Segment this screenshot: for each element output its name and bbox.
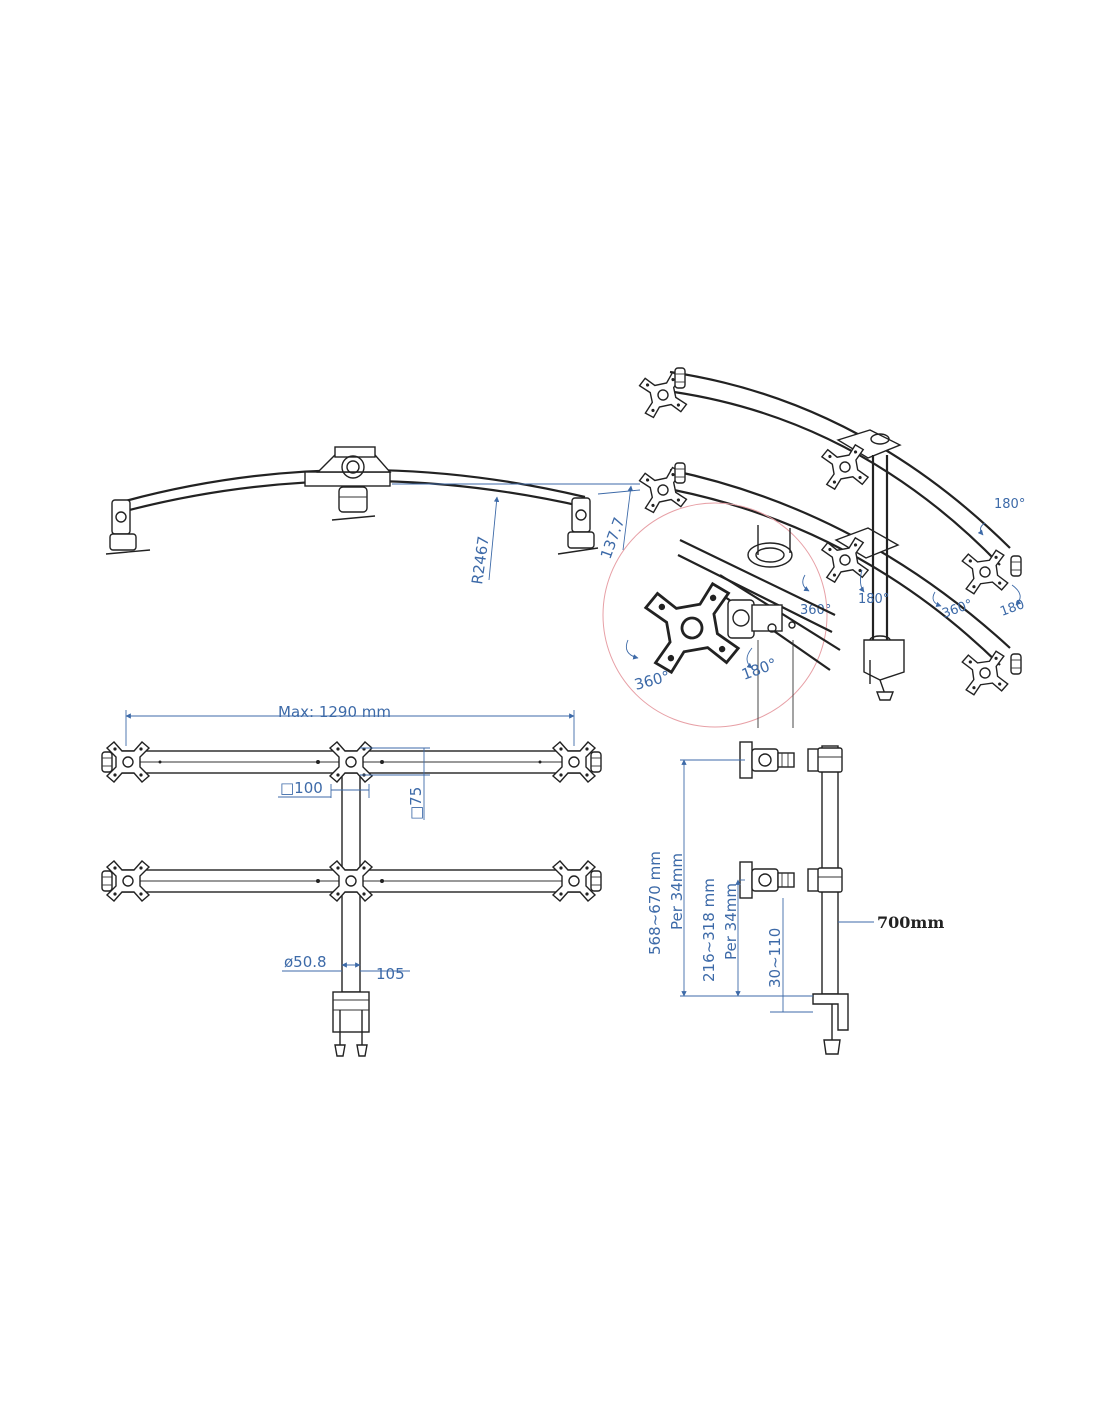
range-lower-step: Per 34mm [722, 883, 740, 960]
iso-rot-360: 360° [940, 597, 975, 622]
iso-rot-180-mid: 180° [858, 592, 889, 607]
top-view: R2467 137.7 [105, 446, 641, 586]
detail-rot-360: 360° [632, 667, 672, 694]
pole-height-label: 700mm [877, 913, 944, 932]
vesa-100-label: □100 [280, 779, 323, 797]
pole-diameter-label: ø50.8 [284, 953, 327, 971]
range-lower-label: 216~318 mm [700, 878, 718, 982]
iso-rot-180-right: 180 [998, 597, 1026, 620]
vesa-75-label: □75 [407, 787, 425, 820]
clamp-range-label: 30~110 [766, 928, 784, 988]
offset-label: 137.7 [597, 515, 629, 562]
side-view: 568~670 mm Per 34mm 216~318 mm Per 34mm … [646, 741, 944, 1055]
iso-rot-360-small: 360° [800, 603, 831, 618]
range-total-step: Per 34mm [668, 853, 686, 930]
clamp-size-label: 105 [376, 965, 405, 983]
range-total-label: 568~670 mm [646, 851, 664, 955]
isometric-view: 180° 180 360° 180° 360° [637, 367, 1027, 701]
iso-rot-180-top: 180° [994, 497, 1025, 512]
detail-view: 360° 180° [602, 502, 841, 728]
detail-rot-180: 180° [739, 654, 779, 683]
max-width-label: Max: 1290 mm [278, 703, 391, 721]
front-view: Max: 1290 mm [101, 703, 602, 1057]
